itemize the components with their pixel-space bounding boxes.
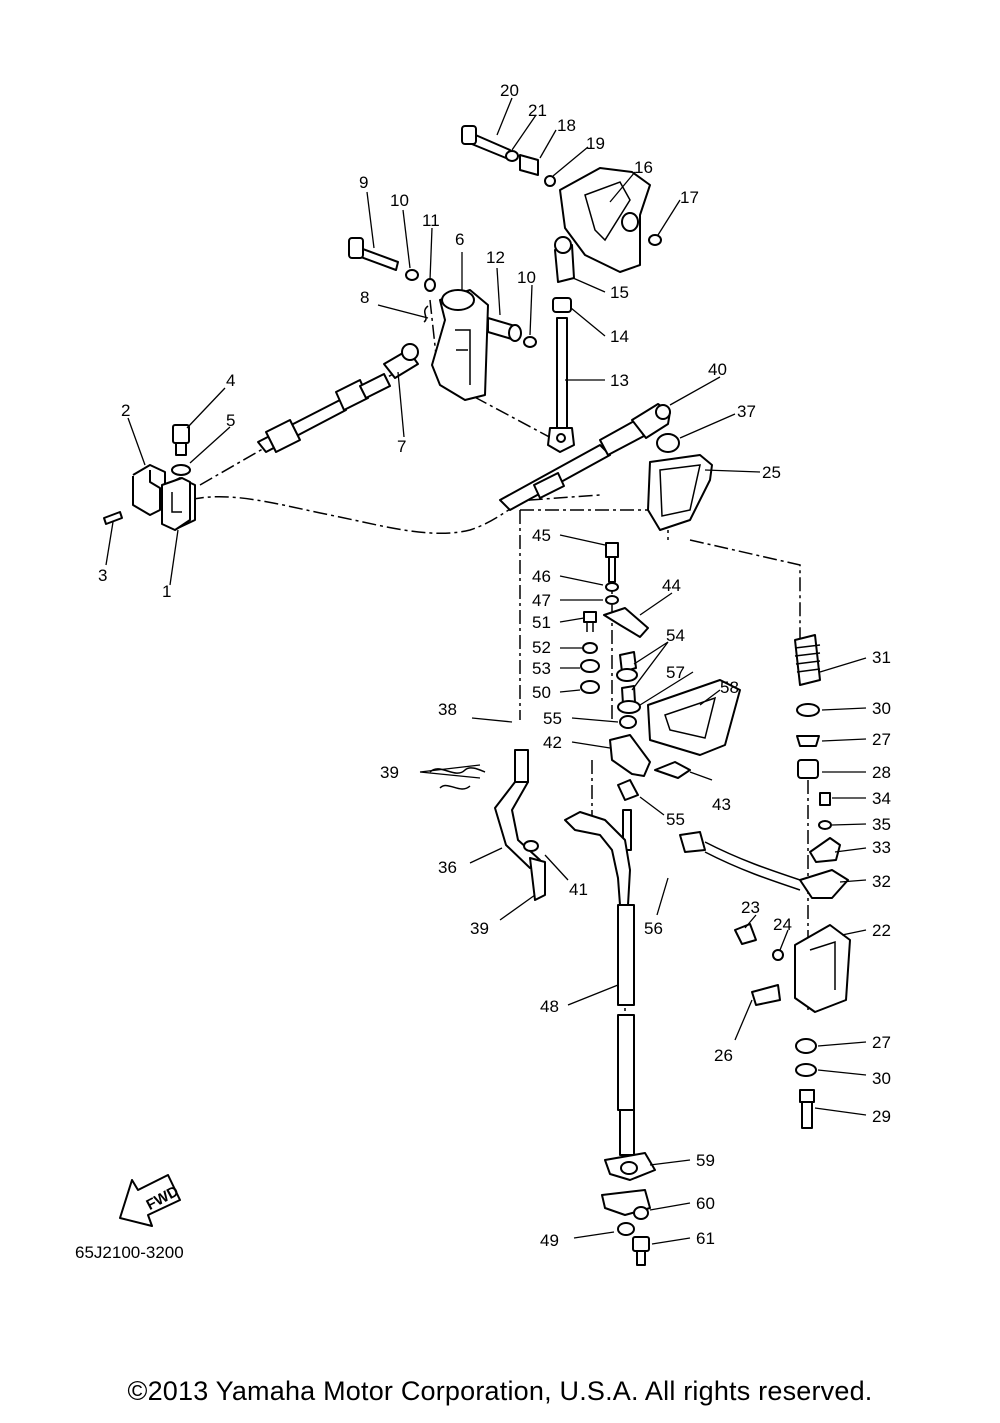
callout-54: 54 xyxy=(666,626,685,645)
shift-shaft xyxy=(564,811,656,1266)
callout-7: 7 xyxy=(397,437,406,456)
callout-6: 6 xyxy=(455,230,464,249)
right-assembly xyxy=(679,634,851,1129)
callout-2: 2 xyxy=(121,401,130,420)
bracket-assembly xyxy=(103,424,196,531)
callout-51: 51 xyxy=(532,613,551,632)
callout-17: 17 xyxy=(680,188,699,207)
callout-1: 1 xyxy=(162,582,171,601)
callout-19: 19 xyxy=(586,134,605,153)
callout-5: 5 xyxy=(226,411,235,430)
callout-47: 47 xyxy=(532,591,551,610)
callout-55: 55 xyxy=(543,709,562,728)
callout-24: 24 xyxy=(773,915,792,934)
callout-3: 3 xyxy=(98,566,107,585)
callout-49: 49 xyxy=(540,1231,559,1250)
parts-diagram: FWD 65J2100-3200 xyxy=(75,81,891,1266)
link-assembly xyxy=(429,749,546,901)
callout-46: 46 xyxy=(532,567,551,586)
leader-lines xyxy=(105,97,867,1245)
callout-48: 48 xyxy=(540,997,559,1016)
callout-15: 15 xyxy=(610,283,629,302)
callout-12: 12 xyxy=(486,248,505,267)
callout-8: 8 xyxy=(360,288,369,307)
callout-52: 52 xyxy=(532,638,551,657)
callout-61: 61 xyxy=(696,1229,715,1248)
callout-41: 41 xyxy=(569,880,588,899)
callout-21: 21 xyxy=(528,101,547,120)
callout-45: 45 xyxy=(532,526,551,545)
callout-26: 26 xyxy=(714,1046,733,1065)
callouts: 1 2 3 4 5 6 7 8 9 10 10 11 12 13 14 15 1… xyxy=(98,81,891,1250)
callout-18: 18 xyxy=(557,116,576,135)
callout-27: 27 xyxy=(872,730,891,749)
callout-36: 36 xyxy=(438,858,457,877)
callout-13: 13 xyxy=(610,371,629,390)
callout-29: 29 xyxy=(872,1107,891,1126)
callout-16: 16 xyxy=(634,158,653,177)
throttle-cable-end xyxy=(499,403,713,531)
callout-14: 14 xyxy=(610,327,629,346)
callout-38: 38 xyxy=(438,700,457,719)
callout-10: 10 xyxy=(390,191,409,210)
fwd-arrow-icon: FWD xyxy=(119,1174,182,1227)
center-parts xyxy=(580,542,741,851)
cable-assembly xyxy=(257,343,419,453)
rod-assembly xyxy=(547,236,575,453)
assembly-lines xyxy=(189,299,809,1020)
callout-42: 42 xyxy=(543,733,562,752)
callout-56: 56 xyxy=(644,919,663,938)
callout-28: 28 xyxy=(872,763,891,782)
figure-code: 65J2100-3200 xyxy=(75,1243,184,1262)
callout-43: 43 xyxy=(712,795,731,814)
callout-50: 50 xyxy=(532,683,551,702)
callout-4: 4 xyxy=(226,371,235,390)
housing-top xyxy=(461,125,662,273)
callout-9: 9 xyxy=(359,173,368,192)
callout-53: 53 xyxy=(532,659,551,678)
callout-55b: 55 xyxy=(666,810,685,829)
callout-57: 57 xyxy=(666,663,685,682)
callout-35: 35 xyxy=(872,815,891,834)
callout-37: 37 xyxy=(737,402,756,421)
callout-39b: 39 xyxy=(470,919,489,938)
callout-30: 30 xyxy=(872,699,891,718)
callout-58: 58 xyxy=(720,678,739,697)
callout-32: 32 xyxy=(872,872,891,891)
callout-25: 25 xyxy=(762,463,781,482)
callout-31: 31 xyxy=(872,648,891,667)
callout-33: 33 xyxy=(872,838,891,857)
callout-40: 40 xyxy=(708,360,727,379)
lever-assembly xyxy=(348,237,537,401)
callout-60: 60 xyxy=(696,1194,715,1213)
callout-34: 34 xyxy=(872,789,891,808)
callout-30b: 30 xyxy=(872,1069,891,1088)
callout-27b: 27 xyxy=(872,1033,891,1052)
callout-11: 11 xyxy=(422,211,440,230)
callout-59: 59 xyxy=(696,1151,715,1170)
callout-44: 44 xyxy=(662,576,681,595)
copyright-notice: ©2013 Yamaha Motor Corporation, U.S.A. A… xyxy=(127,1376,873,1406)
callout-10b: 10 xyxy=(517,268,536,287)
callout-22: 22 xyxy=(872,921,891,940)
callout-39: 39 xyxy=(380,763,399,782)
callout-20: 20 xyxy=(500,81,519,100)
callout-23: 23 xyxy=(741,898,760,917)
